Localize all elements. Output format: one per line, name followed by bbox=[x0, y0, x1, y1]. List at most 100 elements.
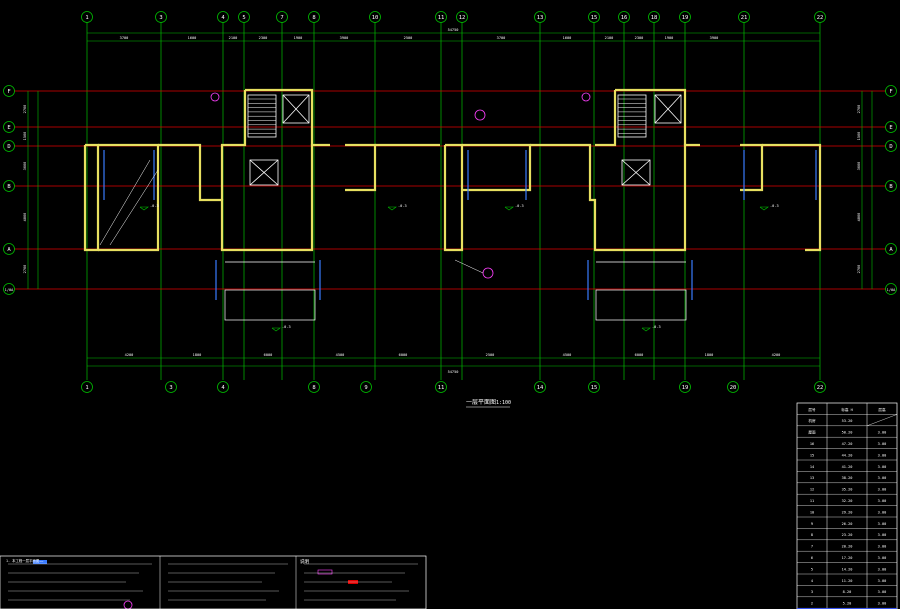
axis-bubble-top-10-label: 10 bbox=[372, 15, 379, 21]
axis-bubble-bottom-19: 19 bbox=[679, 381, 691, 393]
elevation-symbol-3 bbox=[759, 206, 769, 211]
axis-bubble-right-A-label: A bbox=[889, 247, 893, 253]
level-table-cell-2-1: 47.20 bbox=[842, 442, 853, 446]
level-table-cell-13-2: 3.00 bbox=[878, 567, 887, 571]
axis-bubble-right-B-label: B bbox=[889, 184, 893, 190]
level-table-cell-11-1: 20.20 bbox=[842, 545, 853, 549]
axis-bubble-bottom-4-label: 4 bbox=[221, 385, 225, 391]
level-table-cell-8-0: 10 bbox=[810, 510, 814, 514]
elevation-label-5: -0.3 bbox=[652, 325, 661, 329]
axis-bubble-bottom-19-label: 19 bbox=[682, 385, 689, 391]
notes-header: 说明 bbox=[300, 558, 309, 565]
elevation-label-1: -0.3 bbox=[398, 204, 407, 208]
dim-bottom-8: 1800 bbox=[705, 353, 714, 357]
axis-bubble-bottom-15-label: 15 bbox=[591, 385, 598, 391]
axis-bubble-bottom-20-label: 20 bbox=[730, 385, 737, 391]
elevation-symbol-1 bbox=[387, 206, 397, 211]
level-table-cell-16-0: 2 bbox=[811, 602, 813, 606]
elevation-symbol-4 bbox=[271, 327, 281, 332]
level-table-cell-14-2: 3.00 bbox=[878, 579, 887, 583]
axis-bubble-right-E-label: E bbox=[889, 125, 892, 131]
dim-top-2: 2100 bbox=[229, 36, 238, 40]
axis-bubble-bottom-20: 20 bbox=[727, 381, 739, 393]
axis-bubble-top-18: 18 bbox=[648, 11, 660, 23]
elevation-symbol-0 bbox=[139, 206, 149, 211]
level-table-cell-9-0: 9 bbox=[811, 522, 813, 526]
level-table-cell-2-2: 3.00 bbox=[878, 442, 887, 446]
dim-left-0: 2700 bbox=[23, 105, 27, 114]
axis-bubble-top-16-label: 16 bbox=[621, 15, 628, 21]
elevation-marks: -0.3-0.3-0.3-0.3-0.3-0.3 bbox=[139, 204, 779, 332]
level-table-cell-2-0: 16 bbox=[810, 442, 814, 446]
level-table-cell-16-1: 5.20 bbox=[843, 602, 852, 606]
axis-bubble-right-B: B bbox=[885, 180, 897, 192]
axis-bubble-bottom-14: 14 bbox=[534, 381, 546, 393]
axis-bubble-top-21: 21 bbox=[738, 11, 750, 23]
level-table-cell-12-1: 17.20 bbox=[842, 556, 853, 560]
axis-bubble-left-E-label: E bbox=[7, 125, 10, 131]
axis-bubbles-bottom: 1 3 4 8 9 11 14 15 19 20 22 bbox=[81, 381, 826, 393]
level-table-cell-6-1: 35.20 bbox=[842, 488, 853, 492]
stair-treads bbox=[248, 98, 646, 134]
elevation-label-3: -0.3 bbox=[770, 204, 779, 208]
axis-bubble-left-F: F bbox=[3, 85, 15, 97]
level-table-cell-16-2: 3.00 bbox=[878, 602, 887, 606]
axis-bubble-top-1-label: 1 bbox=[85, 15, 88, 21]
level-table-cell-9-1: 26.20 bbox=[842, 522, 853, 526]
axis-bubble-left-1/0A-label: 1/0A bbox=[5, 288, 14, 292]
axis-bubble-top-16: 16 bbox=[618, 11, 630, 23]
dim-left-4: 2700 bbox=[23, 265, 27, 274]
level-table-cell-11-2: 3.00 bbox=[878, 545, 887, 549]
axis-bubble-bottom-22-label: 22 bbox=[817, 385, 824, 391]
axis-bubble-left-B: B bbox=[3, 180, 15, 192]
axis-bubble-bottom-11: 11 bbox=[435, 381, 447, 393]
dim-bottom-5: 2500 bbox=[486, 353, 495, 357]
level-table-cell-8-2: 3.00 bbox=[878, 510, 887, 514]
axis-bubble-top-1: 1 bbox=[81, 11, 93, 23]
axis-bubble-left-F-label: F bbox=[7, 89, 10, 95]
dim-bottom-2: 6000 bbox=[264, 353, 273, 357]
level-table-cell-15-0: 3 bbox=[811, 590, 813, 594]
legend-blue-swatch bbox=[33, 560, 47, 564]
elevation-symbol-5 bbox=[641, 327, 651, 332]
level-table-empty-mark bbox=[866, 414, 898, 426]
dim-bottom-total: 54750 bbox=[448, 370, 459, 374]
axis-bubble-top-3: 3 bbox=[155, 11, 167, 23]
level-table-cell-1-2: 3.00 bbox=[878, 431, 887, 435]
dim-right-4: 2700 bbox=[857, 265, 861, 274]
level-table-cell-1-1: 50.20 bbox=[842, 431, 853, 435]
axis-bubble-right-F: F bbox=[885, 85, 897, 97]
axis-bubble-top-12: 12 bbox=[456, 11, 468, 23]
dim-top-7: 3700 bbox=[497, 36, 506, 40]
axis-bubble-bottom-1: 1 bbox=[81, 381, 93, 393]
elevation-symbol-2 bbox=[504, 206, 514, 211]
dim-left-1: 1500 bbox=[23, 132, 27, 141]
axis-bubble-top-8: 8 bbox=[308, 11, 320, 23]
axis-bubble-bottom-3: 3 bbox=[165, 381, 177, 393]
axis-bubble-top-5-label: 5 bbox=[242, 15, 245, 21]
level-table-cell-0-0: 机房 bbox=[808, 418, 816, 423]
axis-bubble-left-B-label: B bbox=[7, 184, 11, 190]
level-table-cell-3-2: 3.00 bbox=[878, 453, 887, 457]
dim-right-1: 1500 bbox=[857, 132, 861, 141]
level-table-cell-12-0: 6 bbox=[811, 556, 813, 560]
axis-bubble-top-15: 15 bbox=[588, 11, 600, 23]
axis-bubble-bottom-14-label: 14 bbox=[537, 385, 544, 391]
dimension-lines bbox=[27, 32, 873, 367]
dim-bottom-7: 6000 bbox=[635, 353, 644, 357]
window-and-pipe-marks bbox=[103, 150, 817, 300]
level-table-cell-15-1: 8.20 bbox=[843, 590, 852, 594]
axis-bubble-bottom-8-label: 8 bbox=[312, 385, 315, 391]
level-table-header-2: 层高 bbox=[878, 407, 886, 412]
axis-bubble-bottom-9-label: 9 bbox=[364, 385, 367, 391]
axis-bubble-top-10: 10 bbox=[369, 11, 381, 23]
axis-bubble-top-5: 5 bbox=[238, 11, 250, 23]
axis-bubble-top-13: 13 bbox=[534, 11, 546, 23]
dim-bottom-0: 4200 bbox=[125, 353, 134, 357]
dim-top-0: 3700 bbox=[120, 36, 129, 40]
level-table-cell-10-2: 3.00 bbox=[878, 533, 887, 537]
axis-bubble-top-21-label: 21 bbox=[741, 15, 748, 21]
